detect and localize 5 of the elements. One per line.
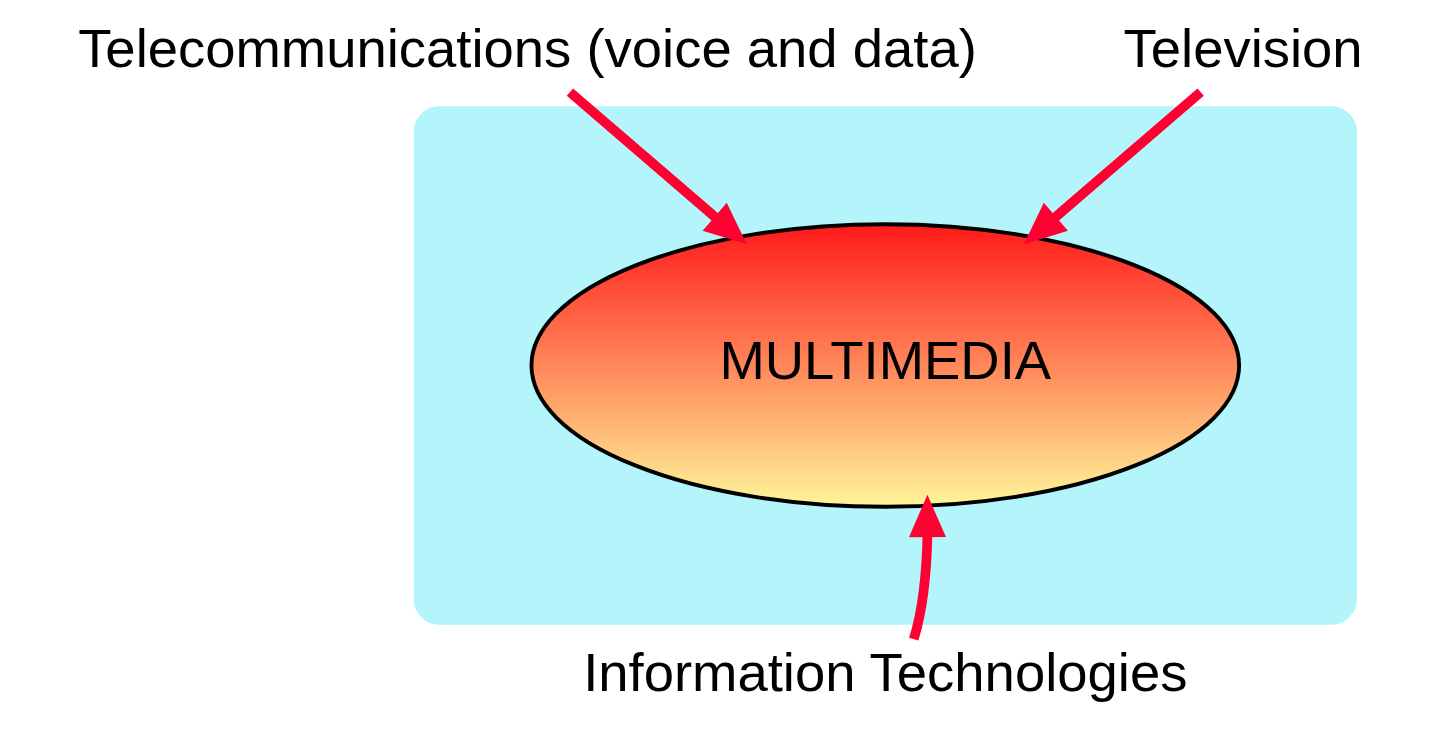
cluster xyxy=(413,106,1357,625)
node-text: Telecommunications (voice and data) xyxy=(77,18,977,80)
node-ellipse: MULTIMEDIA xyxy=(529,222,1241,509)
node-text: Information Technologies xyxy=(582,641,1187,703)
node-text: Television xyxy=(1123,18,1363,80)
